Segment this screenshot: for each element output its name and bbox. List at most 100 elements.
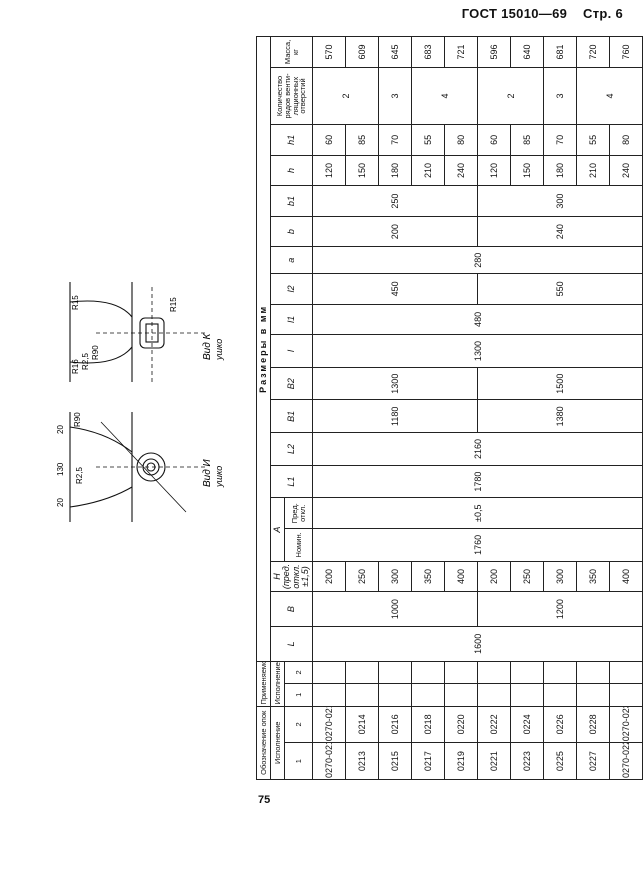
cell	[576, 683, 610, 707]
col-L2: L2	[270, 432, 313, 466]
col-A: A	[270, 497, 285, 562]
cell: 0270-0211	[312, 742, 346, 780]
cell: 1200	[477, 591, 643, 627]
cell: 640	[510, 36, 544, 68]
cell: 570	[312, 36, 346, 68]
col-mass: Масса, кг	[270, 36, 313, 68]
cell: 280	[312, 246, 643, 274]
cell: 0227	[576, 742, 610, 780]
cell	[576, 661, 610, 684]
cell: 1600	[312, 626, 643, 662]
cell: 200	[312, 216, 478, 247]
cell: 0224	[510, 706, 544, 743]
cell: 0217	[411, 742, 445, 780]
cell: 85	[510, 124, 544, 156]
cell	[609, 683, 643, 707]
dim-130: 130	[56, 462, 65, 476]
lug-drawing: Вид И ушко Вид К ушко R90 R2,5 130 20 20…	[56, 282, 224, 522]
dim-r2-5-k: R2,5	[81, 353, 90, 370]
cell: 0221	[477, 742, 511, 780]
cell: 200	[477, 561, 511, 592]
cell	[510, 661, 544, 684]
cell: 350	[411, 561, 445, 592]
cell: 250	[510, 561, 544, 592]
cell: 200	[312, 561, 346, 592]
cell: 210	[576, 155, 610, 186]
dim-r15-a: R15	[71, 295, 80, 310]
cell	[378, 661, 412, 684]
cell: 681	[543, 36, 577, 68]
table-row: 0270-0211 0270-0212 1600 1000 200 1760 ±…	[312, 36, 643, 780]
cell: 760	[609, 36, 643, 68]
cell: 645	[378, 36, 412, 68]
cell: 0220	[444, 706, 478, 743]
view-k-drawing	[69, 282, 206, 382]
cell: 60	[312, 124, 346, 156]
cell: 3	[378, 67, 412, 125]
standard-number: ГОСТ 15010—69	[461, 6, 568, 21]
cell: 300	[378, 561, 412, 592]
cell: 180	[378, 155, 412, 186]
cell: 1500	[477, 367, 643, 400]
cell: 0270-0212	[312, 706, 346, 743]
execution-header: Исполнение	[270, 706, 285, 780]
cell: 55	[411, 124, 445, 156]
dim-20-bottom: 20	[56, 425, 65, 434]
col-H: H (пред. откл. ±1,5)	[270, 561, 313, 592]
cell: 683	[411, 36, 445, 68]
cell: 720	[576, 36, 610, 68]
cell: 350	[576, 561, 610, 592]
cell: 1760	[312, 528, 643, 562]
cell: 0219	[444, 742, 478, 780]
app-1-header: 1	[284, 683, 313, 707]
col-l1: l1	[270, 304, 313, 335]
page-number: 75	[258, 794, 271, 806]
page-label: Стр. 6	[583, 6, 623, 21]
cell	[312, 683, 346, 707]
cell: 1780	[312, 465, 643, 498]
cell: 80	[444, 124, 478, 156]
col-b1: b1	[270, 185, 313, 217]
cell	[444, 661, 478, 684]
dim-r90: R90	[73, 412, 82, 427]
col-l2: l2	[270, 273, 313, 305]
col-L: L	[270, 626, 313, 662]
designation-header: Обозначение опок	[256, 706, 271, 780]
cell	[477, 661, 511, 684]
view-k-title: Вид К	[202, 332, 213, 360]
cell: 480	[312, 304, 643, 335]
cell: 0213	[345, 742, 379, 780]
cell: 1000	[312, 591, 478, 627]
cell: ±0,5	[312, 497, 643, 529]
col-B: B	[270, 591, 313, 627]
cell	[345, 661, 379, 684]
cell	[444, 683, 478, 707]
cell	[543, 661, 577, 684]
cell	[609, 661, 643, 684]
cell	[378, 683, 412, 707]
cell: 120	[477, 155, 511, 186]
app-execution-header: Исполнение	[270, 661, 285, 707]
cell: 300	[543, 561, 577, 592]
col-b: b	[270, 216, 313, 247]
cell: 450	[312, 273, 478, 305]
cell: 0225	[543, 742, 577, 780]
cell: 60	[477, 124, 511, 156]
col-B1: B1	[270, 400, 313, 433]
view-k-subtitle: ушко	[214, 339, 224, 361]
page-header: ГОСТ 15010—69 Стр. 6	[450, 6, 623, 21]
cell: 4	[576, 67, 643, 125]
cell: 3	[543, 67, 577, 125]
dim-r90-k: R90	[91, 345, 100, 360]
cell: 609	[345, 36, 379, 68]
cell: 0218	[411, 706, 445, 743]
cell: 0270-0230	[609, 706, 643, 743]
cell: 0215	[378, 742, 412, 780]
cell: 120	[312, 155, 346, 186]
cell	[411, 683, 445, 707]
cell: 240	[444, 155, 478, 186]
cell: 596	[477, 36, 511, 68]
cell: 85	[345, 124, 379, 156]
col-a: a	[270, 246, 313, 274]
col-B2: B2	[270, 367, 313, 400]
